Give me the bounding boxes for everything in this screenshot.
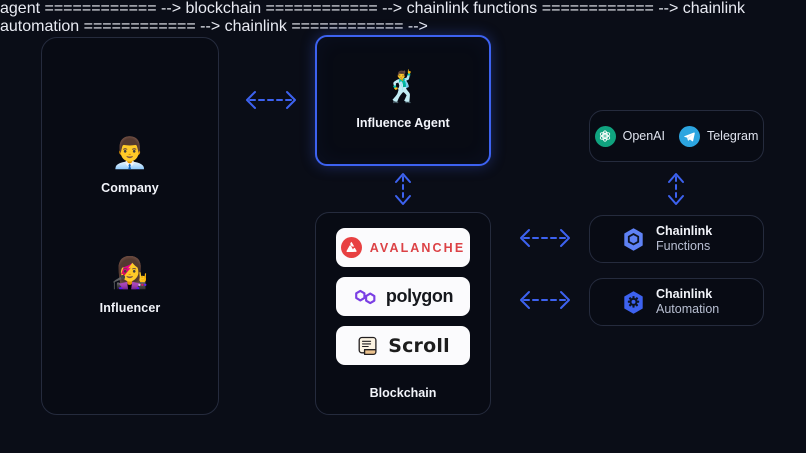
chainlink-automation-gear-icon (624, 290, 643, 314)
chainlink-automation-title: Chainlink (656, 286, 713, 301)
telegram-logo-icon (678, 125, 700, 147)
chainlink-functions-title: Chainlink (656, 223, 713, 238)
avalanche-logo-icon (340, 237, 362, 258)
service-openai[interactable]: OpenAI (594, 125, 665, 147)
blockchain-box: AVALANCHE polygon Scroll (315, 212, 491, 415)
openai-logo-icon (594, 125, 616, 147)
actors-panel: 👨‍💼 Company 👩‍🎤 Influencer (41, 37, 219, 415)
bidirectional-dashed-arrow-icon (395, 173, 411, 205)
service-telegram[interactable]: Telegram (678, 125, 759, 147)
chainlink-functions-text: Chainlink Functions (656, 224, 712, 255)
chain-label-polygon: polygon (385, 286, 454, 306)
chain-label-avalanche: AVALANCHE (369, 240, 466, 255)
bidirectional-dashed-arrow-icon (520, 291, 570, 309)
polygon-logo-icon (355, 289, 376, 304)
connector-agent-blockchain (387, 167, 419, 211)
connector-blockchain-automation (506, 284, 584, 316)
bidirectional-dashed-arrow-icon (520, 229, 570, 247)
scroll-logo-icon (358, 336, 377, 355)
influence-agent-label: Influence Agent (356, 115, 450, 130)
company-person-emoji: 👨‍💼 (111, 136, 149, 171)
actor-company-label: Company (101, 181, 159, 195)
services-box: OpenAI Telegram (589, 110, 764, 162)
chainlink-functions-box[interactable]: Chainlink Functions (589, 215, 764, 263)
bidirectional-dashed-arrow-icon (668, 173, 684, 205)
chainlink-automation-box[interactable]: Chainlink Automation (589, 278, 764, 326)
connector-services-chainlink (660, 167, 692, 211)
chainlink-hexagon-icon (624, 227, 643, 251)
chainlink-automation-text: Chainlink Automation (656, 287, 719, 318)
chain-chip-avalanche[interactable]: AVALANCHE (336, 228, 470, 267)
connector-blockchain-functions (506, 222, 584, 254)
influence-agent-box[interactable]: 🕺 Influence Agent (315, 35, 491, 166)
actor-company[interactable]: 👨‍💼 Company (101, 136, 159, 196)
influencer-person-emoji: 👩‍🎤 (111, 256, 149, 291)
service-telegram-label: Telegram (706, 129, 759, 143)
chainlink-functions-subtitle: Functions (656, 239, 711, 253)
connector-company-agent (232, 84, 310, 116)
chain-label-scroll: Scroll (388, 334, 450, 357)
service-openai-label: OpenAI (622, 129, 665, 143)
blockchain-label: Blockchain (369, 386, 437, 400)
actor-influencer-label: Influencer (99, 301, 161, 315)
chainlink-automation-subtitle: Automation (656, 302, 720, 316)
chain-chip-scroll[interactable]: Scroll (336, 326, 470, 365)
bidirectional-dashed-arrow-icon (246, 91, 296, 109)
actor-influencer[interactable]: 👩‍🎤 Influencer (99, 256, 161, 316)
dancing-man-emoji: 🕺 (384, 69, 422, 105)
chain-chip-polygon[interactable]: polygon (336, 277, 470, 316)
